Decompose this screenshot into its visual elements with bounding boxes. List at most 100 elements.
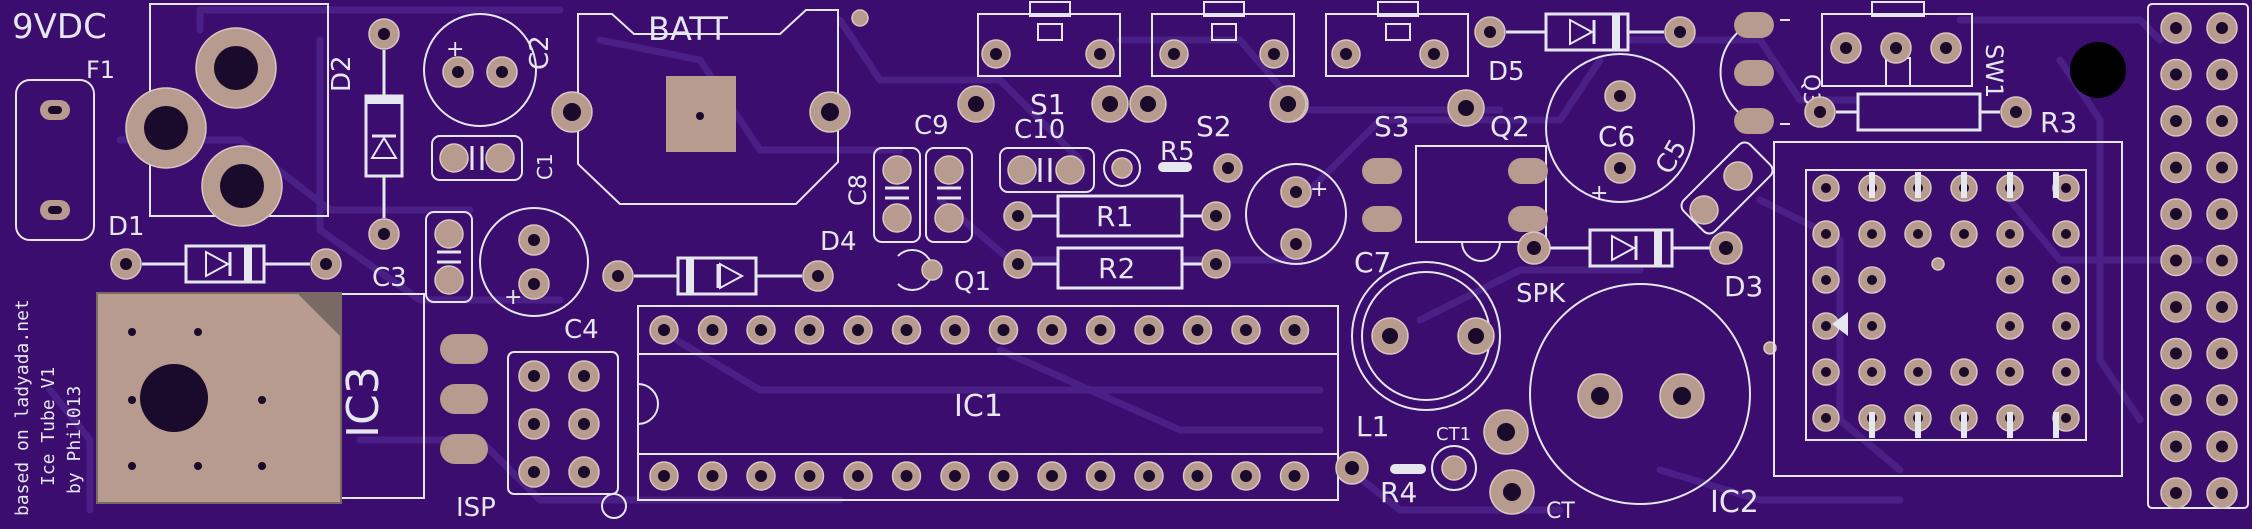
header-pin-hole [2170, 208, 2182, 220]
header-pin-hole [2216, 161, 2228, 174]
plcc-pin-hole [2005, 367, 2015, 377]
header-pin-hole [2170, 115, 2182, 127]
label-q2: Q2 [1490, 110, 1530, 143]
resistor-r2: R2 [1003, 246, 1231, 290]
ic1-pin-hole [1240, 324, 1252, 336]
ic1-pin-hole [1143, 470, 1155, 482]
label-c6: C6 [1598, 120, 1635, 153]
credit-line-1: based on ladyada.net [12, 299, 33, 516]
header-pin-hole [2216, 254, 2228, 267]
plcc-pin-hole [2061, 367, 2071, 377]
label-isp: ISP [456, 493, 496, 523]
ic1-pin-hole [900, 470, 913, 482]
ic1-pin-hole [755, 470, 767, 482]
capacitor-c7: C7 L1 [1335, 246, 1501, 485]
ic1-pin-hole [997, 324, 1010, 336]
plcc-lead [2007, 172, 2013, 198]
label-ic3: IC3 [338, 366, 389, 438]
diode-d3: SPK D3 [1516, 228, 1763, 309]
label-c3: C3 [372, 263, 407, 293]
label-d4: D4 [820, 227, 857, 257]
label-batt: BATT [648, 10, 728, 48]
plcc-lead [2053, 172, 2059, 198]
plcc-pin-hole [1821, 183, 1831, 193]
plcc-lead [1961, 412, 1967, 438]
ic1-pin-hole [1094, 470, 1107, 482]
plcc-pin-hole [2005, 321, 2015, 331]
label-r3: R3 [2040, 106, 2077, 139]
plcc-lead [1869, 412, 1875, 438]
resistor-r5: R5 [1103, 137, 1243, 187]
plcc-pin-hole [1867, 367, 1877, 377]
ic1-pins [649, 315, 1310, 491]
label-c9: C9 [914, 111, 949, 141]
plcc-pin-hole [1867, 229, 1877, 239]
ic1-pin-hole [658, 470, 670, 482]
switch-s3: S3 [1269, 1, 1485, 143]
label-power: 9VDC [12, 7, 107, 47]
header-pin-hole [2170, 161, 2182, 174]
diode-d2: D2 [327, 18, 404, 250]
ic1-pin-hole [852, 324, 864, 336]
label-d1: D1 [108, 212, 145, 242]
transistor-q2: Q2 [1362, 110, 1548, 262]
label-r4: R4 [1380, 476, 1417, 509]
capacitor-c4: + C4 [479, 207, 599, 345]
ic1-pin-hole [997, 470, 1010, 482]
plcc-pins [1812, 172, 2080, 438]
ic1-pin-hole [1046, 324, 1058, 336]
capacitor-electrolytic: + [1245, 163, 1347, 265]
regulator-ic3: IC3 [96, 292, 488, 504]
capacitor-c1: C1 [431, 135, 557, 181]
label-ct: CT [1546, 499, 1575, 524]
transistor-q1: Q1 [897, 249, 991, 297]
resistor-r1: R1 [1003, 194, 1231, 238]
diode-d1: D1 [108, 212, 342, 284]
ic1-pin-hole [1191, 470, 1204, 482]
capacitor-c3: C3 [372, 211, 473, 303]
plcc-pin-hole [1867, 275, 1877, 285]
header-pin-hole [2216, 440, 2228, 453]
svg-text:+: + [504, 285, 522, 310]
plcc-socket [1773, 141, 2123, 477]
plcc-pin-hole [1913, 229, 1923, 239]
label-ic1: IC1 [954, 389, 1003, 424]
header-pin-hole [2216, 208, 2228, 220]
credits: based on ladyada.net Ice Tube V1 by Phil… [12, 299, 85, 516]
ic1-pin-hole [1046, 470, 1058, 482]
label-d2: D2 [327, 55, 357, 92]
label-c8: C8 [844, 174, 872, 206]
plcc-pin-hole [1913, 367, 1923, 377]
via [851, 9, 869, 27]
header-pin-hole [2170, 487, 2182, 499]
header-pin-hole [2170, 254, 2182, 267]
ic1-pin-hole [706, 324, 719, 336]
label-f1: F1 [86, 56, 115, 84]
plcc-lead [1961, 172, 1967, 198]
plcc-lead [1915, 412, 1921, 438]
trimmer-ct1: CT1 R4 CT [1380, 409, 1575, 524]
label-c4: C4 [564, 315, 599, 345]
plcc-pin-hole [2061, 183, 2071, 193]
plcc-pin-hole [2005, 229, 2015, 239]
ic1-pin-hole [755, 324, 767, 336]
label-sw1: SW1 [1980, 44, 2008, 98]
plcc-pin-hole [1821, 229, 1831, 239]
capacitor-c2: + C2 [423, 13, 555, 127]
header-pin-hole [2216, 115, 2228, 127]
credit-line-2: Ice Tube V1 [38, 367, 59, 486]
header-pin-hole [2216, 487, 2228, 499]
ic1-pin-hole [949, 324, 961, 336]
header-pin-hole [2170, 68, 2182, 81]
ic1-dip: IC1 [637, 305, 1339, 501]
label-c10: C10 [1014, 115, 1065, 145]
label-d3: D3 [1724, 270, 1763, 303]
diode-d5: D5 [1474, 12, 1696, 87]
switch-s1: S1 [957, 1, 1129, 123]
battery-holder: BATT [551, 9, 851, 205]
plcc-pin-hole [1821, 275, 1831, 285]
ic1-pin-hole [1191, 324, 1204, 336]
label-s2: S2 [1196, 110, 1232, 143]
ic1-pin-hole [1094, 324, 1107, 336]
